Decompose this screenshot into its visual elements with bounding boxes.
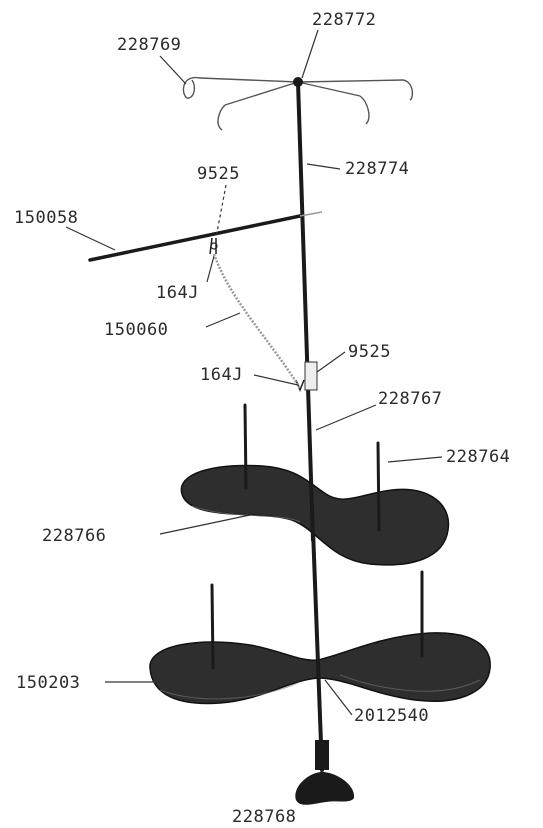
lower-rod xyxy=(311,528,324,772)
stand-base xyxy=(295,740,355,805)
label-228764: 228764 xyxy=(446,447,510,467)
label-9525-mid: 9525 xyxy=(348,342,391,362)
leader-150060 xyxy=(205,312,241,328)
guide-spring xyxy=(212,253,302,389)
label-2012540: 2012540 xyxy=(354,706,429,726)
leader-9525-mid xyxy=(316,351,346,373)
upper-spool-plate xyxy=(180,464,450,566)
leader-228764 xyxy=(387,456,443,463)
leader-228769 xyxy=(159,55,187,85)
leader-228772 xyxy=(301,29,319,79)
leader-2012540 xyxy=(324,679,353,716)
label-150058: 150058 xyxy=(14,208,78,228)
label-164j-top: 164J xyxy=(156,283,199,303)
rod-collar xyxy=(304,361,318,391)
label-228769: 228769 xyxy=(117,35,181,55)
lower-left-spool-pin xyxy=(210,583,215,670)
top-hub xyxy=(293,77,303,87)
leader-150058 xyxy=(65,226,116,251)
guide-arm xyxy=(88,214,302,262)
guide-arm-tip xyxy=(299,211,323,217)
leader-164j-low xyxy=(253,374,299,386)
upper-right-spool-pin xyxy=(376,441,381,532)
leader-228767 xyxy=(315,404,377,431)
leader-9525-top xyxy=(215,184,227,239)
label-228768: 228768 xyxy=(232,807,296,827)
top-thread-guides xyxy=(182,77,414,131)
label-9525-top: 9525 xyxy=(197,164,240,184)
label-228772: 228772 xyxy=(312,10,376,30)
leader-228766 xyxy=(159,514,251,535)
upper-164j-fitting xyxy=(209,237,218,255)
leader-164j-top xyxy=(206,255,215,283)
upper-rod xyxy=(296,80,315,542)
label-150203: 150203 xyxy=(16,673,80,693)
label-150060: 150060 xyxy=(104,320,168,340)
label-228774: 228774 xyxy=(345,159,409,179)
label-164j-low: 164J xyxy=(200,365,243,385)
label-228767: 228767 xyxy=(378,389,442,409)
label-228766: 228766 xyxy=(42,526,106,546)
upper-left-spool-pin xyxy=(243,403,248,490)
leader-228774 xyxy=(306,163,341,170)
